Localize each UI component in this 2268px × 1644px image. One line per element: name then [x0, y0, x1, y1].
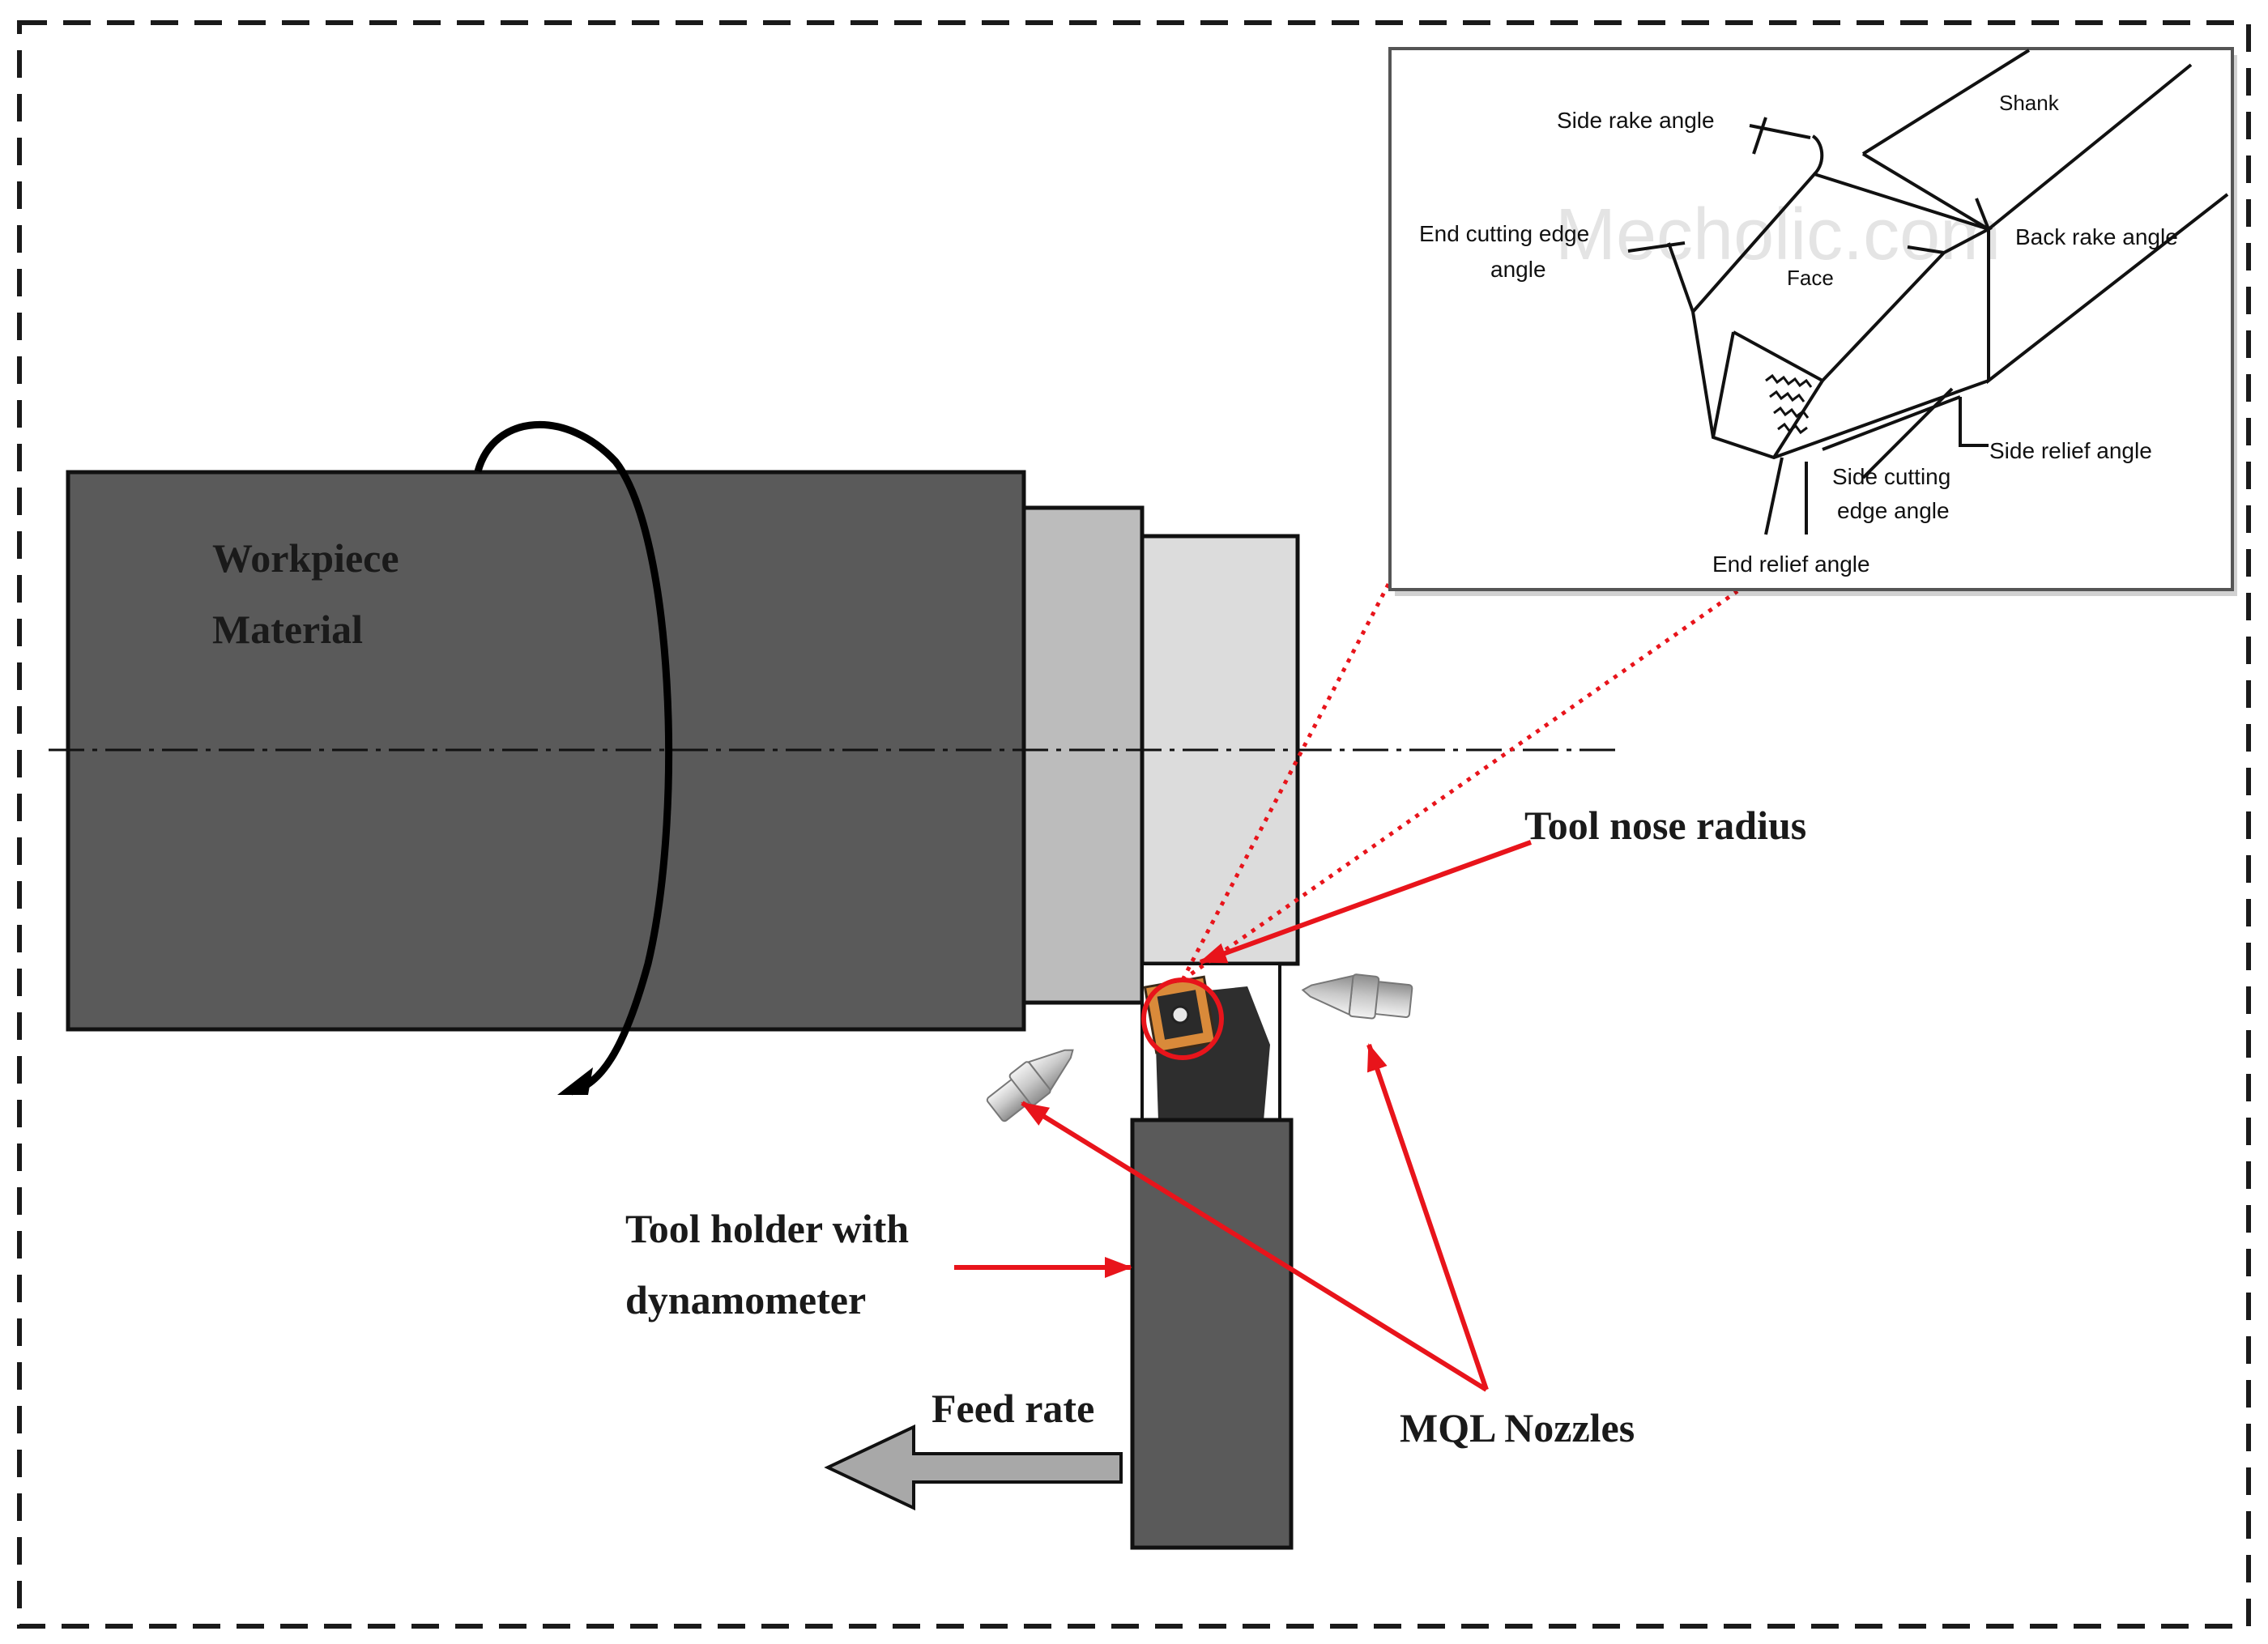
- back-rake-angle-label: Back rake angle: [2015, 224, 2178, 249]
- side-cutting-label-line2: edge angle: [1837, 498, 1950, 523]
- tool-nose-radius-label: Tool nose radius: [1524, 803, 1806, 848]
- mql-nozzle-icon: [986, 1049, 1074, 1122]
- workpiece-label-line2: Material: [212, 607, 363, 652]
- workpiece-step-1: [1021, 505, 1145, 1005]
- tool-nose-detail: [1765, 373, 1813, 435]
- end-cutting-edge-label-line2: angle: [1490, 257, 1546, 282]
- tool-nose-arrow: [1199, 840, 1533, 965]
- feed-rate-label: Feed rate: [932, 1386, 1094, 1431]
- shank-label: Shank: [1999, 91, 2060, 115]
- zoom-line-top: [1180, 573, 1396, 982]
- end-relief-angle-label: End relief angle: [1712, 552, 1870, 577]
- mql-nozzles-label: MQL Nozzles: [1400, 1405, 1635, 1450]
- tool-holder-with-dynamometer: [1130, 1118, 1294, 1550]
- tool-drawing: [1627, 49, 2229, 535]
- tool-holder-label-line1: Tool holder with: [625, 1206, 909, 1251]
- tool-holder-label-line2: dynamometer: [625, 1277, 866, 1322]
- side-rake-angle-label: Side rake angle: [1557, 108, 1715, 133]
- side-relief-angle-label: Side relief angle: [1989, 438, 2152, 463]
- tool-geometry-inset: Mecholic.com Shank: [1388, 47, 2237, 596]
- side-cutting-label-line1: Side cutting: [1832, 464, 1950, 489]
- nozzle-arrow-left: [1021, 1101, 1488, 1392]
- feed-direction-arrow-icon: [824, 1424, 1123, 1511]
- rotation-arrow-icon: [474, 421, 673, 1096]
- face-label: Face: [1787, 266, 1834, 290]
- inset-frame: [1388, 47, 2234, 591]
- outer-dashed-frame: [17, 20, 2251, 1629]
- insert-screw: [1170, 1005, 1190, 1024]
- nozzle-arrow-right: [1366, 1043, 1489, 1391]
- cutting-tool: [1140, 962, 1281, 1122]
- end-cutting-edge-label-line1: End cutting edge: [1419, 221, 1589, 246]
- workpiece-label-line1: Workpiece: [212, 535, 399, 581]
- mql-nozzle-icon: [1301, 973, 1413, 1020]
- zoom-line-bottom: [1181, 589, 1739, 982]
- inset-watermark: Mecholic.com: [1555, 194, 2001, 275]
